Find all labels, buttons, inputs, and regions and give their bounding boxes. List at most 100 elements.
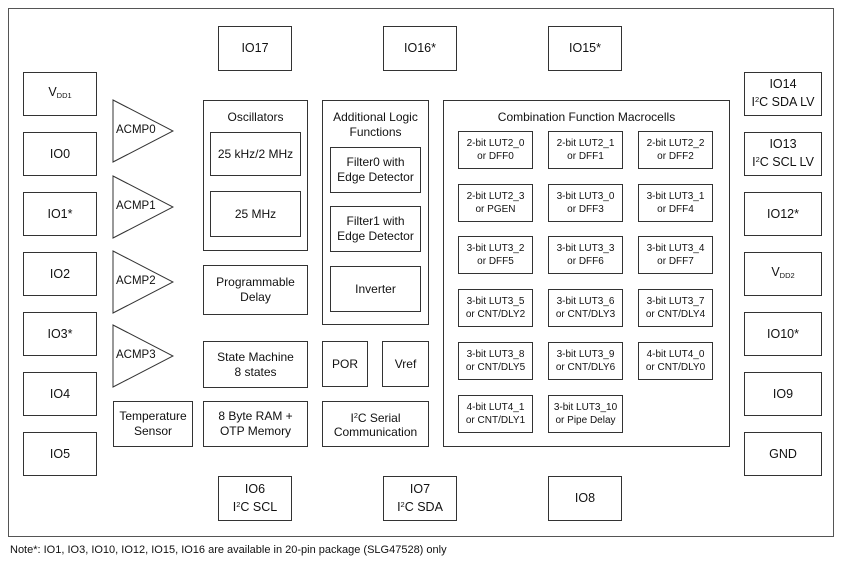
macrocell-alternate: or DFF3 [567,204,604,215]
macrocell-function: 3-bit LUT3_0 [556,191,615,202]
pin-io3: IO3* [23,312,97,356]
pin-label: IO12* [767,206,799,221]
comparator-triangle-icon [112,250,174,314]
pin-io17: IO17 [218,26,292,71]
pin-io6: IO6 I2C SCL [218,476,292,521]
pin-label: IO5 [49,446,71,461]
acmp3-comparator: ACMP3 [112,324,174,388]
pin-io9: IO9 [744,372,822,416]
macrocell-alternate: or CNT/DLY2 [465,309,526,320]
block-label: State Machine [217,349,294,364]
macrocell-function: 4-bit LUT4_0 [646,349,705,360]
pin-label: IO10* [767,326,799,341]
block-label: Vref [394,356,417,371]
acmp2-comparator: ACMP2 [112,250,174,314]
oscillator-25mhz: 25 MHz [210,191,301,237]
pin-label: IO16* [404,41,436,55]
pin-function: I2C SDA LV [751,95,815,110]
macrocell-alternate: or CNT/DLY5 [465,362,526,373]
pin-io7: IO7 I2C SDA [383,476,457,521]
block-label: Temperature [119,409,187,423]
block-label: Communication [333,425,418,440]
pin-io5: IO5 [23,432,97,476]
filter1-edge-detector: Filter1 with Edge Detector [330,206,421,252]
pin-function: I2C SCL LV [752,155,814,170]
macrocell-alternate: or CNT/DLY3 [555,309,616,320]
macrocell-function: 4-bit LUT4_1 [466,402,525,413]
pin-vdd1: VDD1 [23,72,97,116]
pin-label: IO17 [241,41,269,55]
macrocell-function: 2-bit LUT2_2 [646,138,705,149]
additional-logic-functions-group: Additional Logic Functions [322,100,429,325]
diagram-frame [8,8,834,537]
oscillators-group: Oscillators [203,100,308,251]
block-label: POR [331,356,358,371]
pin-io12: IO12* [744,192,822,236]
macrocell-alternate: or DFF6 [567,256,604,267]
comparator-triangle-icon [112,99,174,163]
pin-io10: IO10* [744,312,822,356]
pin-label: VDD1 [48,85,72,100]
block-label: Programmable [216,275,295,289]
acmp-label: ACMP2 [116,275,156,287]
macrocell-alternate: or CNT/DLY0 [645,362,706,373]
pin-gnd: GND [744,432,822,476]
block-label: Edge Detector [337,170,414,184]
pin-function: I2C SDA [397,499,443,515]
pin-label: IO4 [49,386,71,401]
pin-label: IO9 [772,386,794,401]
pin-function: I2C SCL [232,499,278,515]
filter0-edge-detector: Filter0 with Edge Detector [330,147,421,193]
acmp-label: ACMP3 [116,349,156,361]
pin-io4: IO4 [23,372,97,416]
pin-label: IO7 [409,481,431,496]
combination-function-macrocells-group: Combination Function Macrocells [443,100,730,447]
macrocell-function: 3-bit LUT3_8 [466,349,525,360]
pin-io2: IO2 [23,252,97,296]
inverter-block: Inverter [330,266,421,312]
macrocell-alternate: or DFF4 [657,204,694,215]
pin-label: VDD2 [771,265,795,280]
block-label: Delay [240,290,271,304]
i2c-serial-communication-block: I2C Serial Communication [322,401,429,447]
pin-io8: IO8 [548,476,622,521]
pin-io13: IO13 I2C SCL LV [744,132,822,176]
block-label: I2C Serial [350,410,401,425]
block-label: Sensor [133,424,173,438]
block-label: Filter0 with [346,155,405,169]
pin-label: IO6 [244,481,266,496]
group-title: Additional Logic Functions [333,110,418,139]
pin-label: IO1* [47,206,73,221]
pin-label: IO3* [47,326,73,341]
ram-otp-memory-block: 8 Byte RAM + OTP Memory [203,401,308,447]
macrocell-function: 2-bit LUT2_0 [466,138,525,149]
pin-label: IO8 [574,491,596,505]
group-title: Oscillators [227,110,284,124]
macrocell-alternate: or PGEN [475,204,516,215]
state-machine-block: State Machine 8 states [203,341,308,388]
macrocell-alternate: or CNT/DLY4 [645,309,706,320]
pin-vdd2: VDD2 [744,252,822,296]
pin-label: IO13 [769,137,797,152]
group-title: Combination Function Macrocells [497,110,676,124]
macrocell-function: 3-bit LUT3_10 [553,402,618,413]
macrocell-alternate: or DFF2 [657,151,694,162]
pin-label: IO0 [49,146,71,161]
acmp0-comparator: ACMP0 [112,99,174,163]
block-label: OTP Memory [219,424,292,438]
macrocell-function: 3-bit LUT3_7 [646,296,705,307]
macrocell-alternate: or CNT/DLY1 [465,415,526,426]
pin-io14: IO14 I2C SDA LV [744,72,822,116]
macrocell-function: 3-bit LUT3_2 [466,243,525,254]
macrocell-function: 3-bit LUT3_9 [556,349,615,360]
